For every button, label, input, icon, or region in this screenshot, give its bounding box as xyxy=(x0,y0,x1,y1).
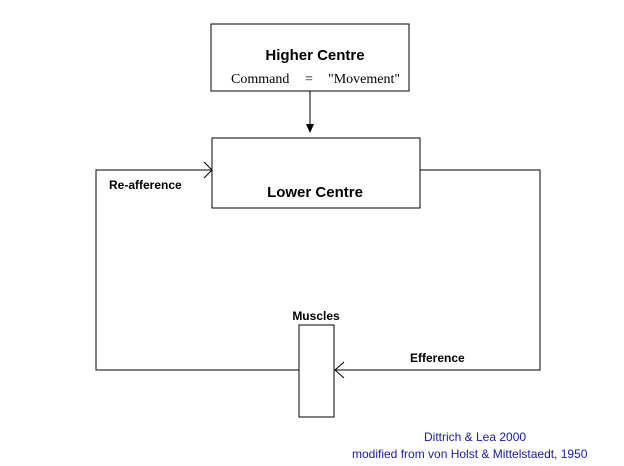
higher-centre-title: Higher Centre xyxy=(265,47,364,64)
efference-label: Efference xyxy=(410,351,465,365)
reafference-path xyxy=(95,169,299,371)
credit-line-1: Dittrich & Lea 2000 xyxy=(424,430,527,444)
reafference-arrow-head xyxy=(203,161,213,179)
command-value: "Movement" xyxy=(328,72,400,87)
lower-centre-title: Lower Centre xyxy=(267,184,363,201)
efference-arrow-head xyxy=(334,361,345,379)
command-equals: = xyxy=(305,72,313,87)
credit-line-2: modified from von Holst & Mittelstaedt, … xyxy=(352,447,588,461)
muscles-label: Muscles xyxy=(292,309,340,323)
muscles-box xyxy=(298,324,335,418)
command-arrow-head xyxy=(306,124,314,133)
lower-centre-box xyxy=(211,137,421,209)
higher-centre-box xyxy=(210,23,410,92)
efference-path xyxy=(335,169,541,371)
command-label: Command xyxy=(231,72,289,87)
reafference-label: Re-afference xyxy=(109,178,182,192)
